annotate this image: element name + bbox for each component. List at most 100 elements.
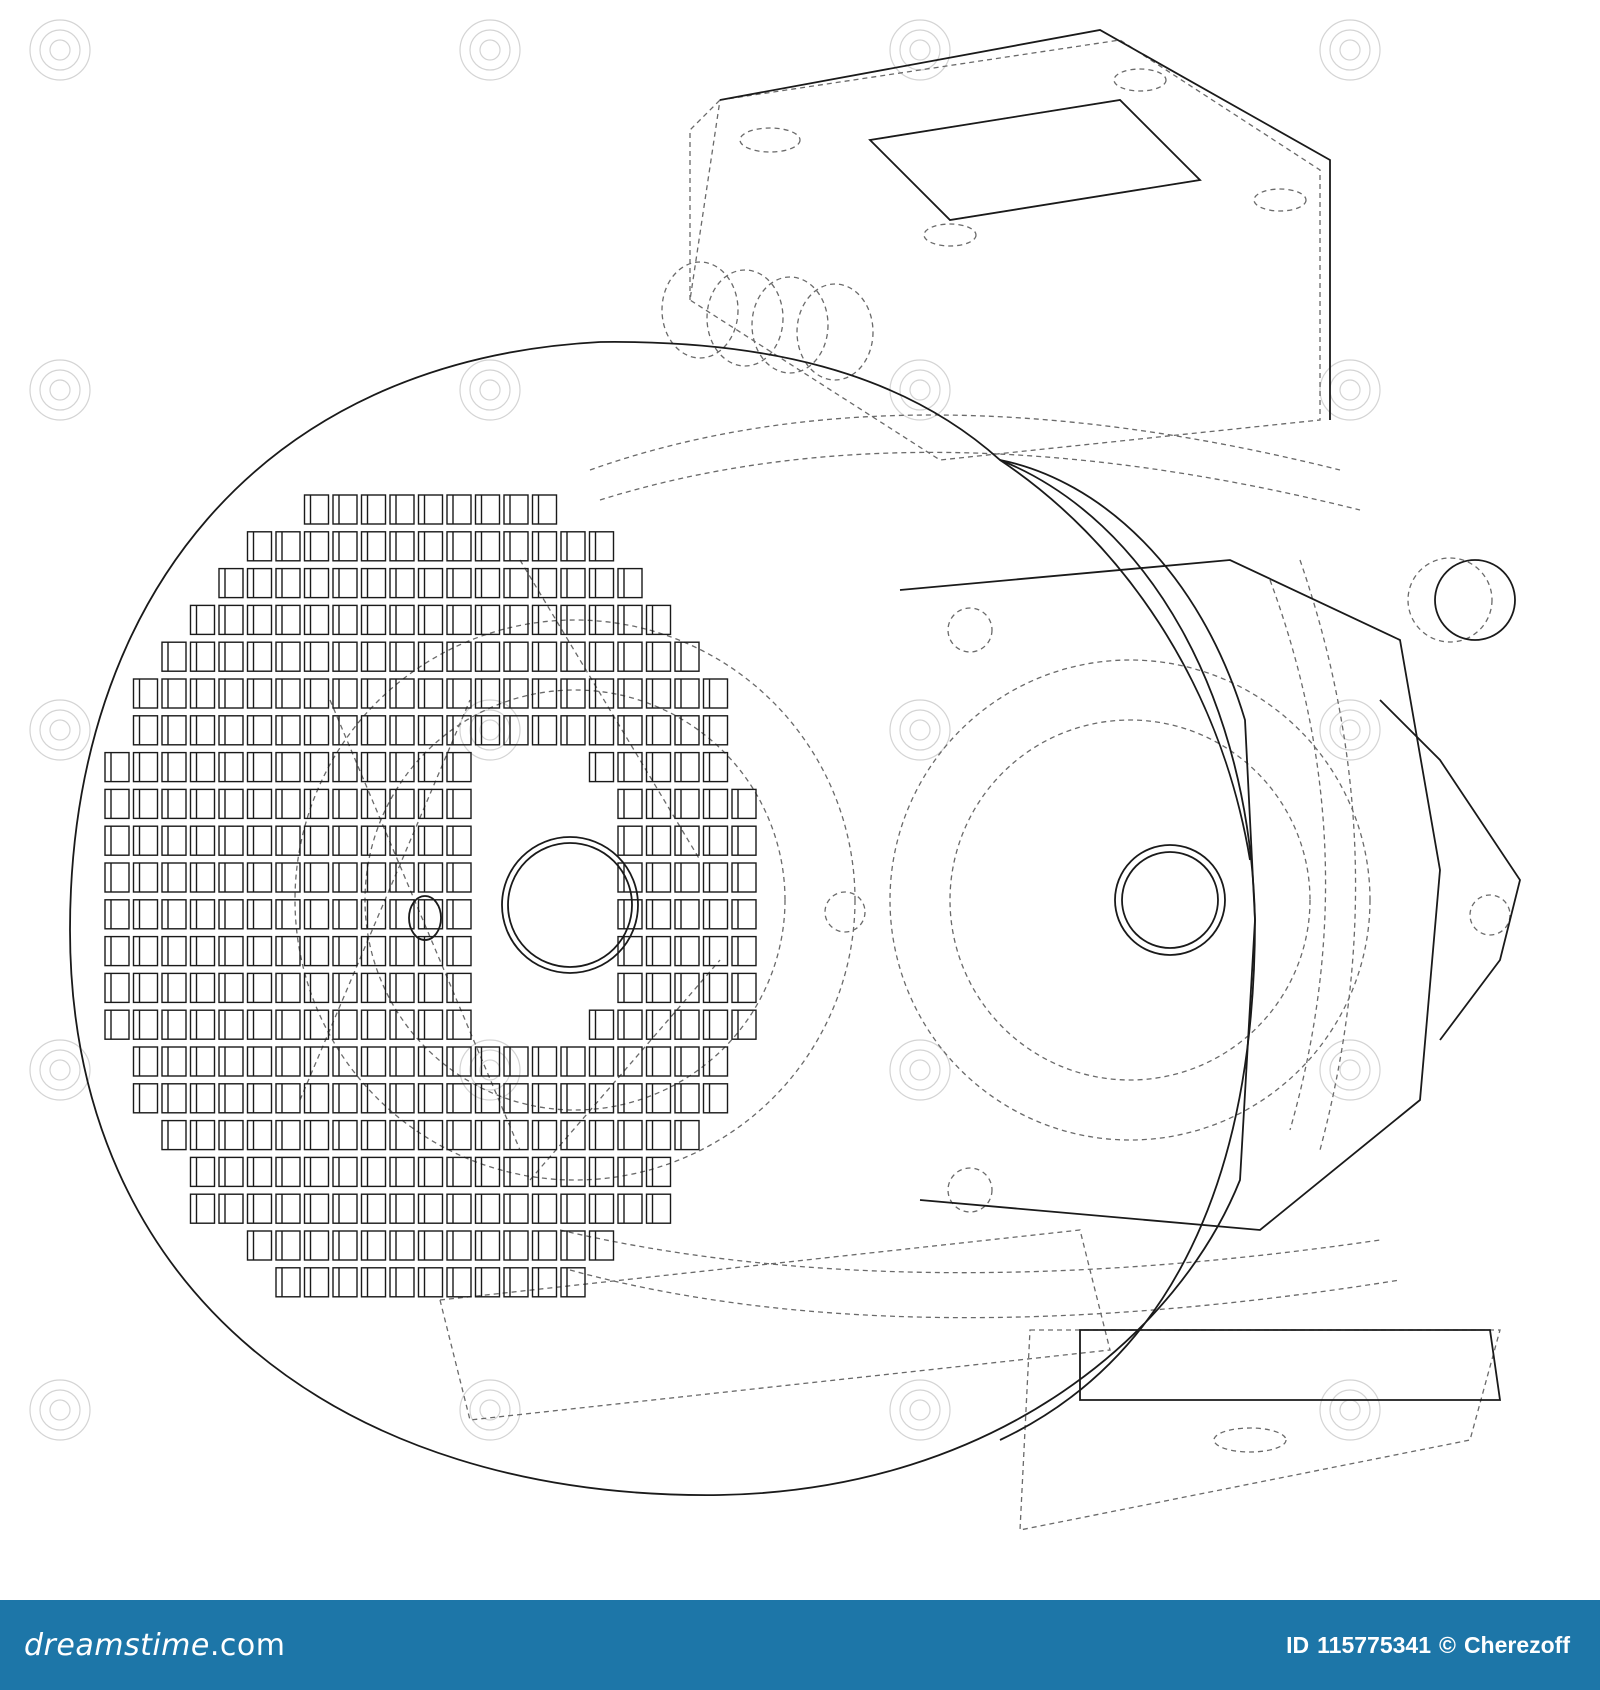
grille-slot — [360, 1156, 387, 1188]
grille-slot — [360, 604, 387, 636]
grille-slot — [189, 862, 216, 893]
spiral-watermark-icon — [899, 709, 941, 751]
grille-slot — [275, 678, 301, 709]
grille-slot — [674, 1119, 700, 1151]
grille-slot — [417, 494, 444, 525]
author-name[interactable]: Cherezoff — [1463, 1631, 1570, 1658]
grille-slot — [246, 1083, 273, 1114]
grille-slot — [531, 641, 558, 672]
spiral-watermark-icon — [479, 719, 501, 741]
grille-slot — [189, 604, 216, 636]
grille-slot — [588, 531, 615, 562]
grille-slot — [702, 862, 729, 893]
grille-slot — [275, 641, 301, 672]
grille-slot — [303, 862, 330, 893]
grille-slot — [731, 935, 757, 967]
grille-slot — [275, 1267, 301, 1298]
grille-slot — [189, 1009, 216, 1040]
grille-slot — [275, 1230, 301, 1261]
grille-slot — [474, 604, 501, 636]
grille-slot — [446, 604, 472, 636]
spiral-watermark-icon — [899, 369, 941, 411]
fan-cover-grille — [104, 494, 757, 1298]
grille-slot — [389, 715, 415, 746]
grille-slot — [303, 641, 330, 672]
grille-slot — [446, 972, 472, 1004]
grille-slot — [161, 788, 187, 820]
spiral-watermark-icon — [1339, 1399, 1361, 1421]
grille-slot — [104, 862, 130, 893]
grille-slot — [531, 1230, 558, 1261]
grille-slot — [446, 935, 472, 967]
grille-slot — [503, 604, 529, 636]
dreamstime-logo[interactable]: dreamstime.com — [24, 1628, 285, 1663]
grille-slot — [360, 1267, 387, 1298]
spiral-watermark-icon — [1329, 1049, 1371, 1091]
grille-slot — [303, 1046, 330, 1077]
grille-slot — [104, 825, 130, 856]
grille-slot — [674, 788, 700, 820]
grille-slot — [389, 567, 415, 599]
grille-slot — [389, 935, 415, 967]
spiral-watermark-icon — [49, 1399, 71, 1421]
grille-slot — [446, 1267, 472, 1298]
grille-slot — [389, 751, 415, 783]
grille-slot — [246, 899, 273, 930]
spiral-watermark-icon — [909, 1059, 931, 1081]
grille-slot — [189, 1083, 216, 1114]
grille-slot — [132, 825, 159, 856]
grille-slot — [617, 825, 643, 856]
grille-slot — [588, 1156, 615, 1188]
grille-slot — [560, 604, 586, 636]
grille-slot — [303, 1193, 330, 1224]
grille-slot — [389, 1230, 415, 1261]
grille-slot — [588, 641, 615, 672]
spiral-watermark-icon — [479, 39, 501, 61]
grille-slot — [218, 751, 244, 783]
grille-slot — [303, 1156, 330, 1188]
grille-slot — [531, 1193, 558, 1224]
grille-slot — [218, 1119, 244, 1151]
grille-slot — [702, 715, 729, 746]
motor-illustration — [29, 19, 1521, 1531]
grille-slot — [617, 1083, 643, 1114]
grille-slot — [503, 678, 529, 709]
grille-slot — [332, 1119, 358, 1151]
grille-slot — [218, 899, 244, 930]
spiral-watermark-icon — [1339, 1059, 1361, 1081]
grille-slot — [503, 1193, 529, 1224]
grille-slot — [332, 1267, 358, 1298]
grille-slot — [189, 641, 216, 672]
grille-slot — [389, 972, 415, 1004]
grille-slot — [560, 1267, 586, 1298]
grille-slot — [588, 1119, 615, 1151]
grille-slot — [560, 1230, 586, 1261]
grille-slot — [674, 751, 700, 783]
grille-slot — [588, 678, 615, 709]
spiral-watermark-icon — [1339, 39, 1361, 61]
spiral-watermark-icon — [459, 699, 521, 761]
grille-slot — [189, 751, 216, 783]
grille-slot — [560, 1046, 586, 1077]
grille-slot — [218, 715, 244, 746]
grille-slot — [161, 715, 187, 746]
grille-slot — [531, 604, 558, 636]
grille-slot — [645, 678, 672, 709]
grille-slot — [246, 1046, 273, 1077]
grille-slot — [503, 1046, 529, 1077]
grille-slot — [474, 1156, 501, 1188]
grille-slot — [417, 935, 444, 967]
grille-slot — [446, 1156, 472, 1188]
grille-slot — [702, 1046, 729, 1077]
motor-hidden-lines — [294, 39, 1511, 1531]
grille-slot — [417, 972, 444, 1004]
grille-slot — [275, 1046, 301, 1077]
grille-slot — [474, 1119, 501, 1151]
copyright-symbol: © — [1438, 1631, 1456, 1658]
grille-slot — [275, 1083, 301, 1114]
grille-slot — [246, 641, 273, 672]
grille-slot — [132, 1009, 159, 1040]
grille-slot — [474, 1193, 501, 1224]
grille-slot — [303, 715, 330, 746]
grille-slot — [446, 567, 472, 599]
